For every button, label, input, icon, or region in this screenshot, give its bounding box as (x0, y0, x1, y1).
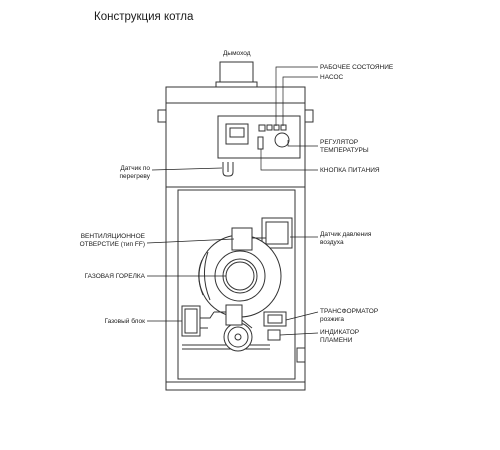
gas-burner (198, 227, 282, 318)
label-flame-indicator-2: ПЛАМЕНИ (320, 337, 353, 344)
label-overheat-sensor-1: Датчик по (120, 165, 150, 172)
label-chimney: Дымоход (223, 50, 251, 57)
label-air-pressure-sensor-1: Датчик давления (320, 231, 372, 238)
label-transformer-1: ТРАНСФОРМАТОР (320, 308, 378, 315)
label-pump: НАСОС (320, 74, 343, 81)
temperature-knob[interactable] (274, 132, 290, 148)
label-air-pressure-sensor-2: воздуха (320, 239, 344, 246)
ignition-transformer (263, 311, 287, 327)
label-vent-opening-1: ВЕНТИЛЯЦИОННОЕ (81, 233, 146, 240)
label-power-button: КНОПКА ПИТАНИЯ (320, 167, 380, 174)
flame-indicator (267, 329, 281, 341)
label-overheat-sensor-2: перегреву (119, 173, 150, 180)
air-pressure-sensor (261, 217, 293, 249)
label-transformer-2: розжига (320, 316, 344, 323)
label-gas-block: Газовый блок (104, 317, 145, 325)
gas-block (181, 305, 270, 350)
page-title: Конструкция котла (94, 11, 194, 23)
label-gas-burner: ГАЗОВАЯ ГОРЕЛКА (85, 273, 146, 280)
control-panel (217, 115, 301, 159)
chimney (215, 61, 258, 89)
label-vent-opening-2: ОТВЕРСТИЕ (тип FF) (80, 241, 145, 248)
gas-valve-assembly (214, 304, 253, 352)
leader-lines (146, 66, 319, 336)
overheat-sensor (222, 162, 234, 177)
label-working-state: РАБОЧЕЕ СОСТОЯНИЕ (320, 64, 394, 71)
label-temp-regulator-1: РЕГУЛЯТОР (320, 139, 358, 146)
label-flame-indicator-1: ИНДИКАТОР (320, 329, 359, 336)
label-temp-regulator-2: ТЕМПЕРАТУРЫ (320, 147, 369, 154)
